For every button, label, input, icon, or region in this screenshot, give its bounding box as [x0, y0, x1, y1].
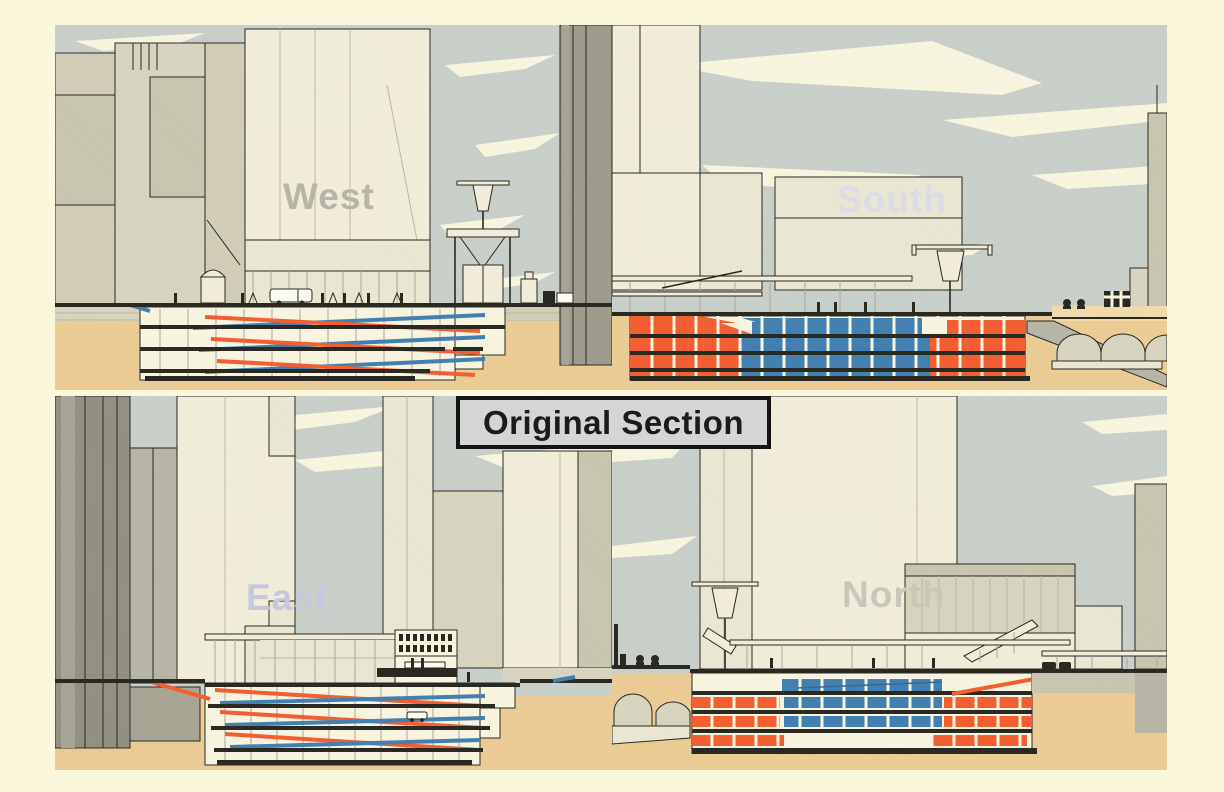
east-section-drawing	[55, 396, 612, 770]
north-tunnel-arches	[612, 624, 691, 745]
south-street-line	[612, 312, 1052, 316]
west-right-tower	[559, 25, 612, 366]
east-underground-garage	[150, 680, 516, 766]
north-street-lamp	[691, 581, 759, 669]
south-buildings	[612, 25, 1167, 326]
south-garage-columns	[650, 316, 1006, 376]
north-street-line	[690, 669, 1167, 673]
section-view-south	[612, 25, 1167, 390]
south-garage-slabs	[630, 334, 1030, 381]
south-tunnel-arches	[1051, 333, 1167, 370]
south-street-lamp	[911, 244, 993, 313]
north-retaining-band	[1032, 673, 1167, 693]
east-garage-ramps	[214, 688, 486, 752]
west-street-line	[55, 303, 612, 307]
north-street-objects	[620, 654, 1071, 669]
south-canopy	[612, 270, 913, 312]
north-garage-slabs	[692, 691, 1037, 754]
section-view-west	[55, 25, 612, 390]
east-street-objects	[377, 658, 470, 682]
north-street-line-left	[612, 665, 690, 669]
west-underground-garage	[129, 303, 506, 381]
south-street-objects	[817, 291, 1130, 312]
west-garage-slabs	[140, 325, 505, 381]
east-street-line-left	[55, 679, 205, 683]
south-pedestrians	[817, 302, 915, 312]
section-view-north	[612, 396, 1167, 770]
west-buildings	[55, 28, 431, 306]
west-section-drawing	[55, 25, 612, 390]
south-underground-garage	[629, 315, 1167, 388]
east-pedestrians	[411, 658, 470, 682]
north-section-drawing	[612, 396, 1167, 770]
east-garage-slabs	[208, 704, 495, 765]
west-trees	[248, 291, 402, 304]
south-section-drawing	[612, 25, 1167, 390]
west-pedestrians	[174, 293, 403, 303]
east-left-tower	[55, 396, 201, 749]
title-box: Original Section	[456, 396, 771, 449]
west-street-objects	[174, 269, 574, 306]
title-text: Original Section	[482, 403, 745, 441]
east-street-line	[205, 683, 520, 687]
north-underground-garage	[691, 669, 1082, 754]
north-pedestrians	[770, 658, 935, 668]
section-view-east	[55, 396, 612, 770]
